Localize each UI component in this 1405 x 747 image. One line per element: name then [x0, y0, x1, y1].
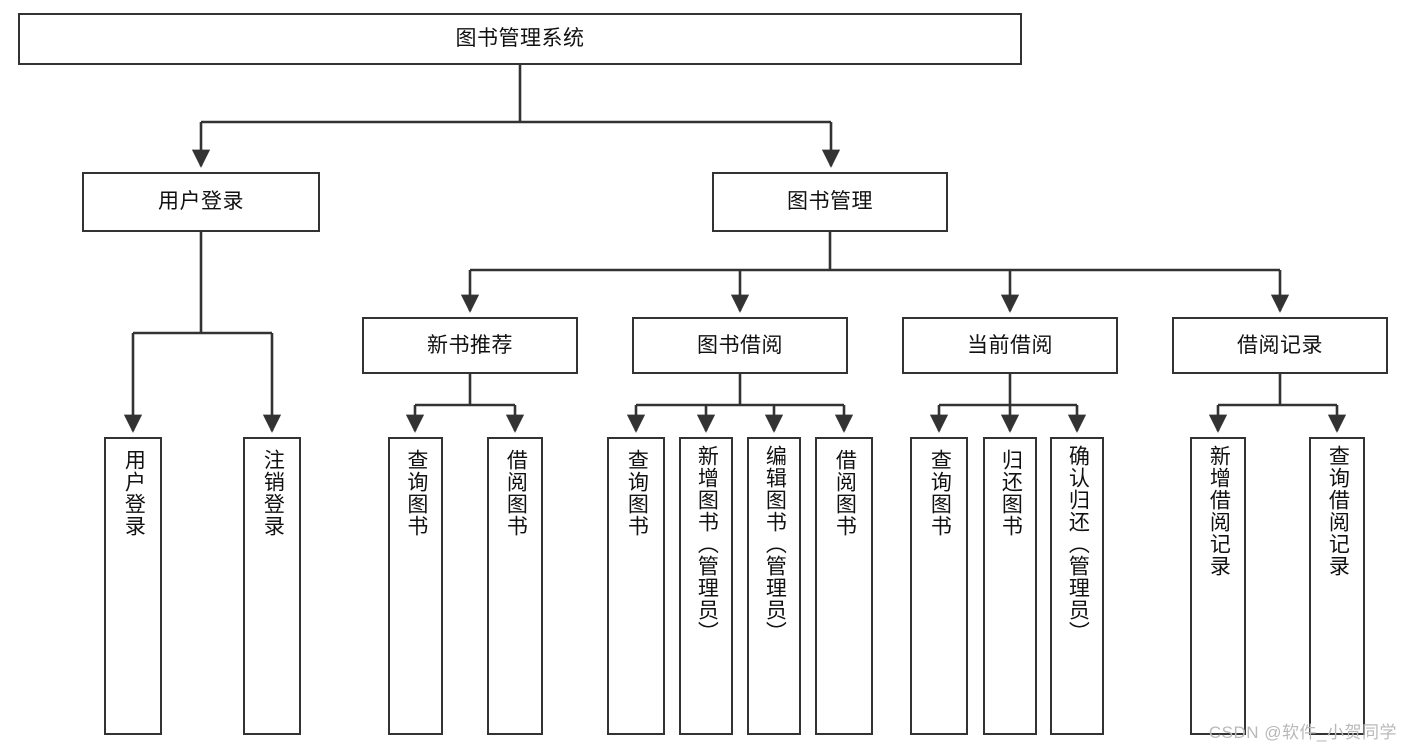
leaf-add-record[interactable]: 新增借阅记录 — [1190, 437, 1246, 735]
leaf-user-logout[interactable]: 注销登录 — [243, 437, 301, 735]
leaf-add-book-label: 新增图书（管理员） — [695, 445, 719, 643]
node-book-manage-label: 图书管理 — [787, 190, 873, 214]
leaf-borrow-book-rec[interactable]: 借阅图书 — [487, 437, 543, 735]
leaf-user-login[interactable]: 用户登录 — [104, 437, 162, 735]
node-root-label: 图书管理系统 — [455, 27, 585, 51]
leaf-return-book[interactable]: 归还图书 — [983, 437, 1037, 735]
leaf-borrow-book-rec-label: 借阅图书 — [504, 449, 528, 537]
node-user-login-label: 用户登录 — [158, 190, 244, 214]
edges-bookmanage-to-level3 — [460, 232, 1290, 313]
leaf-user-logout-label: 注销登录 — [261, 449, 285, 537]
node-borrow-record[interactable]: 借阅记录 — [1172, 317, 1388, 374]
edges-root-to-level2 — [191, 65, 841, 168]
leaf-add-book[interactable]: 新增图书（管理员） — [679, 437, 733, 735]
leaf-borrow-book-label: 借阅图书 — [833, 449, 857, 537]
leaf-query-book-cur-label: 查询图书 — [928, 449, 952, 537]
leaf-user-login-label: 用户登录 — [122, 449, 146, 537]
node-book-borrow[interactable]: 图书借阅 — [632, 317, 848, 374]
node-book-manage[interactable]: 图书管理 — [712, 172, 948, 232]
edges-currentborrow-to-leaves — [929, 374, 1087, 433]
node-root[interactable]: 图书管理系统 — [18, 13, 1022, 65]
leaf-edit-book[interactable]: 编辑图书（管理员） — [747, 437, 801, 735]
node-new-book-rec-label: 新书推荐 — [427, 333, 513, 357]
edges-borrowrecord-to-leaves — [1208, 374, 1347, 433]
node-user-login[interactable]: 用户登录 — [82, 172, 320, 232]
edges-userlogin-to-leaves — [123, 232, 282, 433]
leaf-confirm-return-label: 确认归还（管理员） — [1066, 445, 1090, 643]
leaf-query-book-cur[interactable]: 查询图书 — [910, 437, 968, 735]
leaf-add-record-label: 新增借阅记录 — [1207, 445, 1231, 577]
leaf-query-book-rec[interactable]: 查询图书 — [388, 437, 443, 735]
node-current-borrow-label: 当前借阅 — [967, 333, 1053, 357]
leaf-confirm-return[interactable]: 确认归还（管理员） — [1050, 437, 1104, 735]
leaf-return-book-label: 归还图书 — [999, 449, 1023, 537]
leaf-borrow-book[interactable]: 借阅图书 — [815, 437, 873, 735]
leaf-query-record[interactable]: 查询借阅记录 — [1309, 437, 1365, 735]
leaf-edit-book-label: 编辑图书（管理员） — [763, 445, 787, 643]
leaf-query-book-borrow-label: 查询图书 — [625, 449, 649, 537]
edges-newbookrec-to-leaves — [405, 374, 525, 433]
node-book-borrow-label: 图书借阅 — [697, 333, 783, 357]
edges-bookborrow-to-leaves — [626, 374, 854, 433]
leaf-query-book-borrow[interactable]: 查询图书 — [607, 437, 665, 735]
node-borrow-record-label: 借阅记录 — [1237, 333, 1323, 357]
node-new-book-rec[interactable]: 新书推荐 — [362, 317, 578, 374]
leaf-query-book-rec-label: 查询图书 — [404, 449, 428, 537]
node-current-borrow[interactable]: 当前借阅 — [902, 317, 1118, 374]
leaf-query-record-label: 查询借阅记录 — [1326, 445, 1350, 577]
